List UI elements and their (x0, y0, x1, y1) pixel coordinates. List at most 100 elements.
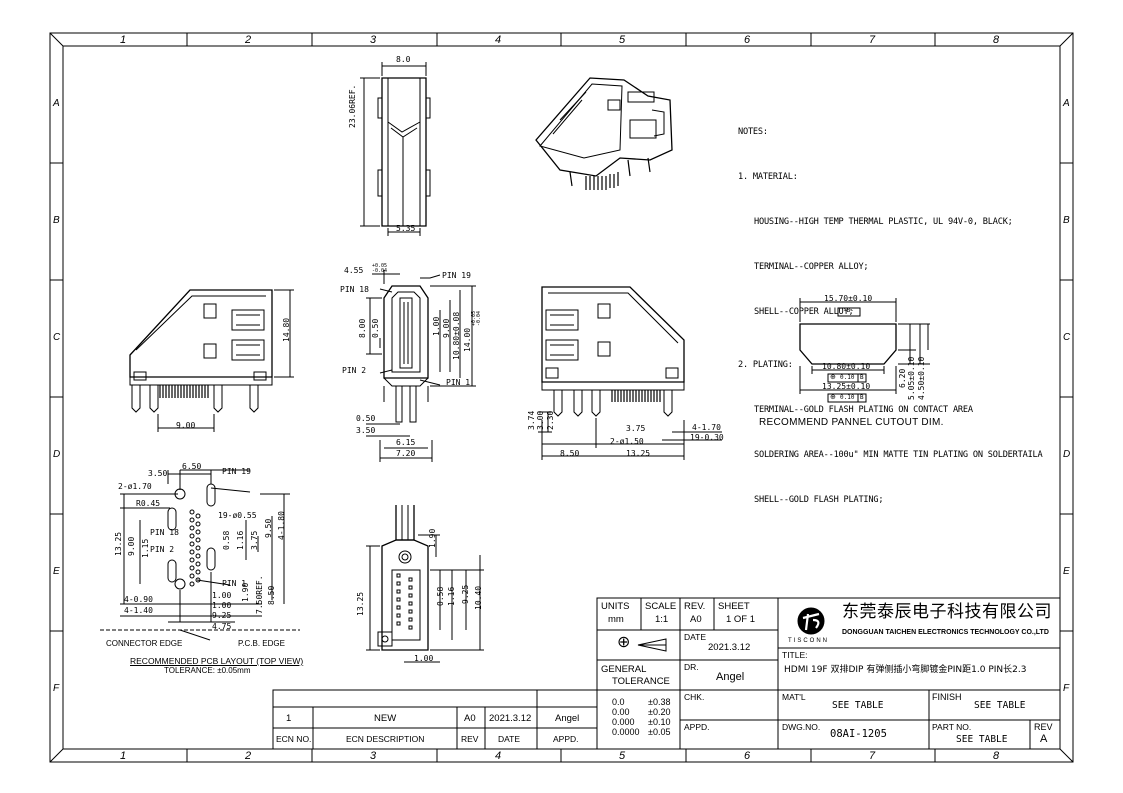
dim-front-050: 0.50 (371, 318, 380, 338)
panel-tol1-ref: B (860, 374, 864, 381)
company-name-cn: 东莞泰辰电子科技有限公司 (842, 602, 1052, 622)
dim-pcb-650: 6.50 (182, 462, 202, 471)
material-line: TERMINAL--COPPER ALLOY; (754, 262, 869, 272)
material-line: SHELL--COPPER ALLOY; (754, 307, 854, 317)
dim-panel-620: 6.20 (898, 368, 907, 388)
rev-header-appd: APPD. (553, 734, 579, 744)
dim-rear-230: 2.30 (546, 410, 555, 430)
dim-rear-2150: 2-ø1.50 (610, 437, 644, 446)
dim-rear-4170: 4-1.70 (692, 423, 721, 432)
col-label-3-bottom: 3 (370, 750, 377, 762)
plating-line: SHELL--GOLD FLASH PLATING; (754, 495, 884, 505)
notes-heading: NOTES: (738, 127, 768, 137)
rev-row-date: 2021.3.12 (489, 713, 532, 724)
row-label-b-right: B (1063, 215, 1070, 226)
appd-label: APPD. (684, 722, 710, 732)
bottom-view (366, 505, 484, 663)
dim-front-w1-tol: +0.05 -0.04 (372, 263, 388, 274)
dim-top-height: 23.06REF. (348, 84, 357, 128)
row-label-e: E (53, 566, 60, 577)
col-label-8-bottom: 8 (993, 750, 1000, 762)
dim-panel-505: 5.05±0.10 (907, 356, 916, 400)
col-label-7-bottom: 7 (869, 750, 876, 762)
dim-side-height: 14.80 (282, 317, 291, 342)
label-connector-edge: CONNECTOR EDGE (106, 639, 183, 648)
dim-rear-850: 8.50 (560, 449, 580, 458)
col-label-5-bottom: 5 (619, 750, 626, 762)
dim-pcb-100a: 1.00 (212, 591, 232, 600)
tol-0: 0.0 (612, 697, 625, 707)
dim-rear-19030: 19-0.30 (690, 433, 724, 442)
rev-header-rev: REV (461, 734, 479, 744)
row-label-e-right: E (1063, 566, 1070, 577)
label-pcb-pin1: PIN 1 (222, 579, 247, 588)
notes-block: NOTES: 1. MATERIAL: HOUSING--HIGH TEMP T… (738, 95, 1043, 523)
rev-label: REV. (684, 601, 706, 612)
rev-header-ecn-no: ECN NO. (276, 734, 312, 744)
tol-2: 0.000 (612, 717, 635, 727)
dwg-label: DWG.NO. (782, 722, 821, 732)
row-label-c: C (53, 332, 61, 343)
panel-tol1: 0.10 (840, 374, 855, 381)
row-label-a-right: A (1063, 98, 1070, 109)
scale-label: SCALE (645, 601, 677, 612)
rev-row-appd: Angel (555, 713, 580, 724)
dim-pcb-4180: 4-1.80 (277, 511, 286, 540)
tolerance-label: TOLERANCE (612, 676, 670, 687)
dim-rear-300: 3.00 (536, 410, 545, 430)
dim-bot-925: 9.25 (461, 584, 470, 604)
side-view-left (129, 289, 294, 432)
dim-bot-1325: 13.25 (356, 591, 365, 616)
dr-label: DR. (684, 662, 699, 672)
panel-cutout (799, 298, 930, 403)
plating-title: 2. PLATING: (738, 360, 793, 370)
dim-pcb-375: 3.75 (250, 530, 259, 550)
rear-view (538, 286, 722, 460)
label-pin1: PIN 1 (446, 378, 471, 387)
plating-line: SOLDERING AREA--100u" MIN MATTE TIN PLAT… (754, 450, 1043, 460)
top-view (360, 62, 431, 236)
plating-line: TERMINAL--GOLD FLASH PLATING ON CONTACT … (754, 405, 973, 415)
dim-pcb-750: 7.50REF. (255, 575, 264, 614)
dim-rear-375: 3.75 (626, 424, 646, 433)
finish-value: SEE TABLE (974, 700, 1026, 711)
row-label-c-right: C (1063, 332, 1071, 343)
position-tol-icon: ⊕ (830, 394, 836, 401)
part-value: SEE TABLE (956, 734, 1008, 745)
rev-value: A0 (690, 614, 702, 625)
label-pcb-pin2: PIN 2 (150, 545, 175, 554)
dim-pcb-850: 8.50 (267, 585, 276, 605)
dim-bot-116: 1.16 (447, 586, 456, 606)
dim-panel-1080: 10.80±0.10 (822, 362, 871, 371)
projection-cone-icon (637, 638, 667, 652)
chk-label: CHK. (684, 692, 705, 702)
col-label-5: 5 (619, 34, 626, 46)
col-label-1: 1 (120, 34, 127, 46)
tol-0-val: ±0.38 (648, 697, 671, 707)
col-label-4-bottom: 4 (495, 750, 502, 762)
rev2-value: A (1040, 733, 1048, 745)
finish-label: FINISH (932, 692, 962, 702)
tol-2-val: ±0.10 (648, 717, 671, 727)
sheet-label: SHEET (718, 601, 750, 612)
label-pcb-pin19: PIN 19 (222, 467, 251, 476)
dim-front-900: 9.00 (442, 318, 451, 338)
row-label-f: F (53, 683, 60, 694)
rev-row-rev: A0 (464, 713, 476, 724)
pcb-tolerance: TOLERANCE: ±0.05mm (164, 666, 251, 675)
date-value: 2021.3.12 (708, 642, 751, 653)
date-label: DATE (684, 632, 707, 642)
dim-rear-1325: 13.25 (626, 449, 651, 458)
matl-value: SEE TABLE (832, 700, 884, 711)
label-pin2: PIN 2 (342, 366, 367, 375)
col-label-2-bottom: 2 (245, 750, 252, 762)
dim-pcb-190: 1.90 (241, 582, 250, 602)
general-label: GENERAL (601, 664, 647, 675)
dim-front-w1: 4.55 (344, 266, 364, 275)
tol-3: 0.0000 (612, 727, 640, 737)
dim-pcb-100b: 1.00 (212, 601, 232, 610)
title-label: TITLE: (782, 650, 808, 660)
position-tol-icon: ⊕ (830, 374, 836, 381)
units-label: UNITS (601, 601, 630, 612)
col-label-7: 7 (869, 34, 876, 46)
